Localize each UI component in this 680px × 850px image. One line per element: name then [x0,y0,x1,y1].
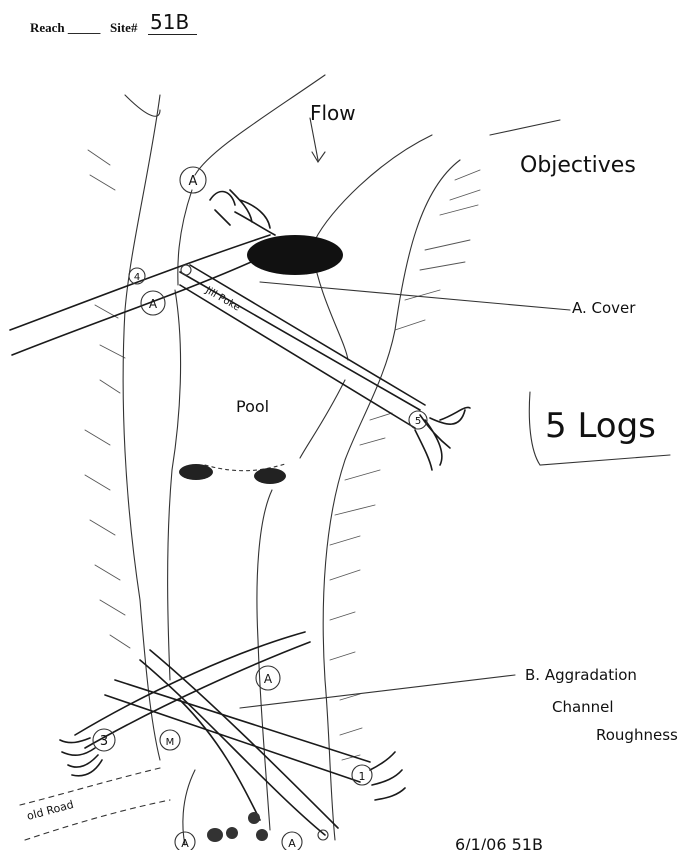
channel-banks [122,74,561,846]
old-road-line [19,767,161,806]
marker-a-bottom-2: A [288,837,296,850]
old-road-line-2 [24,799,171,841]
aggradation-label: B. Aggradation [525,666,637,684]
logs [9,189,471,836]
marker-4: 4 [134,272,140,283]
pool-label: Pool [236,397,269,416]
logs-box [528,391,671,466]
roughness-label: Roughness [596,726,678,744]
marker-a-mid: A [149,297,158,311]
marker-a-bottom-1: A [181,837,189,850]
markers [92,166,428,850]
site-number: 51B [148,10,198,35]
cover-label: A. Cover [572,299,636,317]
jill-poke-label: Jill Poke [203,285,242,314]
site-label-text: Site# [110,20,138,35]
aggradation-leader [239,674,516,709]
date-site-label: 6/1/06 51B [455,835,543,850]
cover-leader [259,281,571,311]
flow-arrow [309,117,326,164]
objectives-label: Objectives [520,153,636,178]
marker-1: 1 [359,770,366,783]
boulders [179,235,343,842]
reach-label-text: Reach [30,20,65,35]
logs-label: 5 Logs [545,406,656,446]
channel-label: Channel [552,698,614,716]
marker-a-low: A [264,672,273,686]
site-label: Site# [110,20,137,36]
reach-label: Reach _____ [30,20,100,36]
marker-a-top: A [189,174,198,189]
marker-5: 5 [415,416,421,427]
reach-blank: _____ [67,20,101,35]
marker-m: M [166,737,175,748]
marker-3: 3 [100,734,108,749]
flow-label: Flow [310,101,356,125]
cover-boulder [247,235,343,275]
bank-hatching [84,149,481,761]
